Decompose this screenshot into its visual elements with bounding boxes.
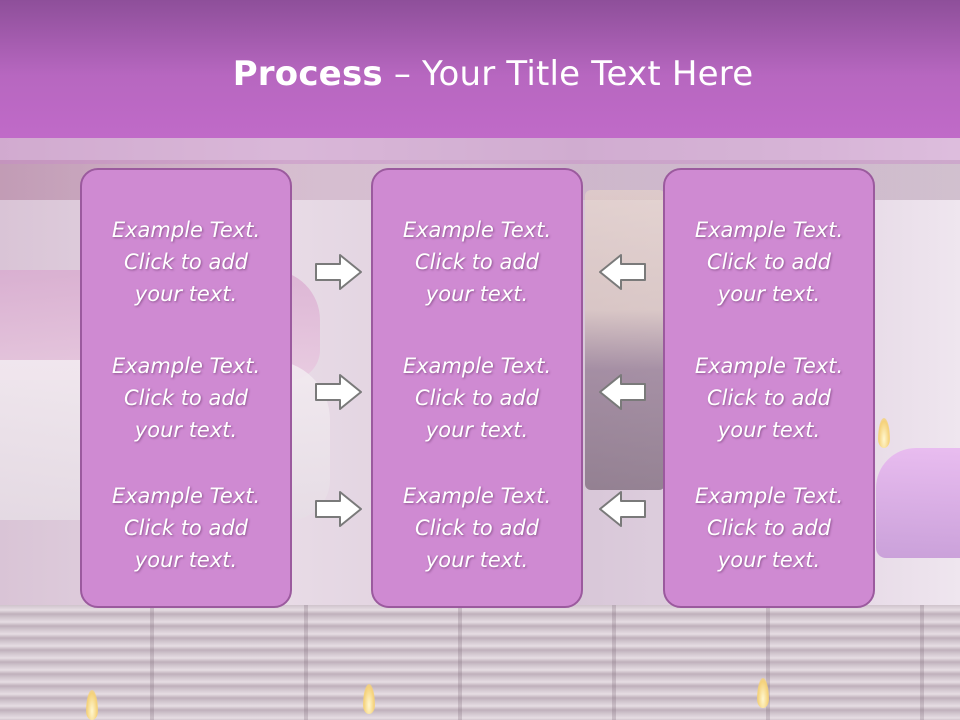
text-line: your text. — [134, 548, 238, 572]
candle-flame — [363, 684, 375, 714]
text-line: Example Text. — [694, 218, 844, 242]
text-placeholder[interactable]: Example Text. Click to add your text. — [665, 214, 873, 310]
text-line: your text. — [134, 282, 238, 306]
title-bar: Process – Your Title Text Here — [0, 0, 960, 138]
text-placeholder[interactable]: Example Text. Click to add your text. — [373, 214, 581, 310]
candle — [876, 448, 960, 558]
text-line: your text. — [717, 548, 821, 572]
arrow-left-icon — [597, 372, 647, 412]
title-rest: – Your Title Text Here — [382, 54, 754, 94]
arrow-left-icon — [597, 489, 647, 529]
bamboo-mat-seams — [0, 605, 960, 720]
text-line: Example Text. — [694, 484, 844, 508]
candle-flame — [86, 690, 98, 720]
diffuser-bottle — [585, 190, 665, 490]
text-placeholder[interactable]: Example Text. Click to add your text. — [665, 480, 873, 576]
text-line: Example Text. — [111, 484, 261, 508]
text-line: your text. — [425, 548, 529, 572]
arrow-right-icon — [314, 489, 364, 529]
text-line: Click to add — [706, 386, 831, 410]
slide-title[interactable]: Process – Your Title Text Here — [0, 54, 960, 94]
text-line: Click to add — [706, 250, 831, 274]
text-placeholder[interactable]: Example Text. Click to add your text. — [373, 350, 581, 446]
text-line: Click to add — [706, 516, 831, 540]
arrow-right-icon — [314, 252, 364, 292]
text-line: Example Text. — [402, 484, 552, 508]
process-box-center[interactable]: Example Text. Click to add your text. Ex… — [371, 168, 583, 608]
text-line: Click to add — [123, 386, 248, 410]
process-box-right[interactable]: Example Text. Click to add your text. Ex… — [663, 168, 875, 608]
text-placeholder[interactable]: Example Text. Click to add your text. — [82, 350, 290, 446]
text-placeholder[interactable]: Example Text. Click to add your text. — [373, 480, 581, 576]
text-line: Example Text. — [111, 354, 261, 378]
text-placeholder[interactable]: Example Text. Click to add your text. — [82, 214, 290, 310]
text-line: Click to add — [123, 250, 248, 274]
text-line: Example Text. — [402, 354, 552, 378]
process-box-left[interactable]: Example Text. Click to add your text. Ex… — [80, 168, 292, 608]
candle-flame — [878, 418, 890, 448]
text-line: your text. — [717, 418, 821, 442]
arrow-left-icon — [597, 252, 647, 292]
title-bold: Process — [232, 54, 383, 94]
text-line: your text. — [425, 282, 529, 306]
arrow-right-icon — [314, 372, 364, 412]
text-line: Click to add — [414, 250, 539, 274]
text-line: your text. — [425, 418, 529, 442]
text-line: Click to add — [123, 516, 248, 540]
text-line: Example Text. — [694, 354, 844, 378]
candle-flame — [757, 678, 769, 708]
title-subband — [0, 138, 960, 164]
text-line: Click to add — [414, 386, 539, 410]
bamboo-mat — [0, 605, 960, 720]
text-line: Example Text. — [111, 218, 261, 242]
text-line: Example Text. — [402, 218, 552, 242]
text-placeholder[interactable]: Example Text. Click to add your text. — [82, 480, 290, 576]
text-line: your text. — [134, 418, 238, 442]
text-line: your text. — [717, 282, 821, 306]
text-placeholder[interactable]: Example Text. Click to add your text. — [665, 350, 873, 446]
text-line: Click to add — [414, 516, 539, 540]
